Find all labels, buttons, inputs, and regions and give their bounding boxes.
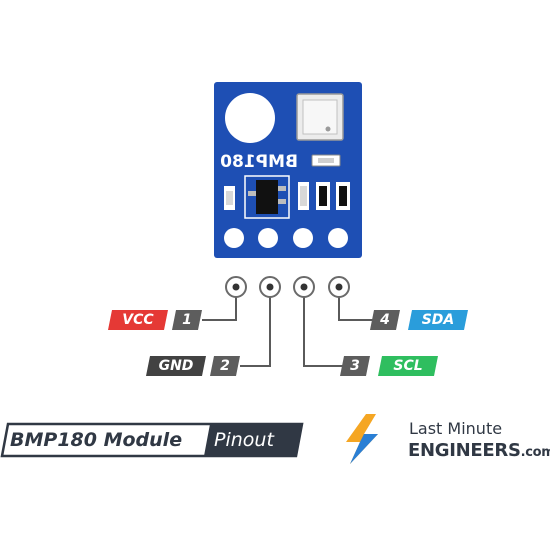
brand-line1: Last Minute	[409, 419, 503, 438]
pin-2-label: GND	[158, 358, 194, 374]
resistor-group	[298, 182, 350, 210]
pin-1-label: VCC	[122, 312, 154, 328]
pin-2-header	[259, 276, 281, 298]
chip-silkscreen: BMP180	[220, 152, 298, 172]
pin-headers	[225, 276, 350, 298]
sensor-chip	[296, 93, 344, 141]
brand-suffix: .com	[520, 445, 550, 460]
pin-4-label: SDA	[421, 312, 455, 328]
pin-1-number: 1	[182, 312, 192, 328]
title-pinout-text: Pinout	[214, 429, 274, 451]
mounting-hole	[225, 93, 275, 143]
regulator-outline	[244, 175, 290, 219]
pin-3-label: SCL	[393, 358, 423, 374]
vcc-label-bg	[108, 310, 168, 330]
wire-pin3	[303, 287, 344, 367]
sda-label-bg	[408, 310, 468, 330]
brand-name: ENGINEERS	[408, 440, 521, 461]
title-module-text: BMP180 Module	[10, 429, 183, 451]
gnd-label-bg	[146, 356, 206, 376]
bmp180-board: BMP180	[214, 82, 362, 258]
label-shapes	[108, 310, 468, 376]
wire-pin2	[240, 287, 271, 367]
pin2-number-bg	[210, 356, 240, 376]
pin-4-number: 4	[380, 312, 390, 328]
pin-4-header	[328, 276, 350, 298]
header-pads	[224, 228, 348, 248]
pin-3-number: 3	[350, 358, 360, 374]
pin-wires	[202, 287, 374, 367]
pin1-number-bg	[172, 310, 202, 330]
brand-line2: ENGINEERS.com	[408, 440, 550, 461]
pin3-number-bg	[340, 356, 370, 376]
pin-2-number: 2	[220, 358, 230, 374]
pin-3-header	[293, 276, 315, 298]
scl-label-bg	[378, 356, 438, 376]
pin-1-header	[225, 276, 247, 298]
lightning-logo-icon	[346, 414, 378, 464]
pin4-number-bg	[370, 310, 400, 330]
title-box-shape	[0, 422, 304, 458]
regulator-chip	[256, 180, 278, 214]
